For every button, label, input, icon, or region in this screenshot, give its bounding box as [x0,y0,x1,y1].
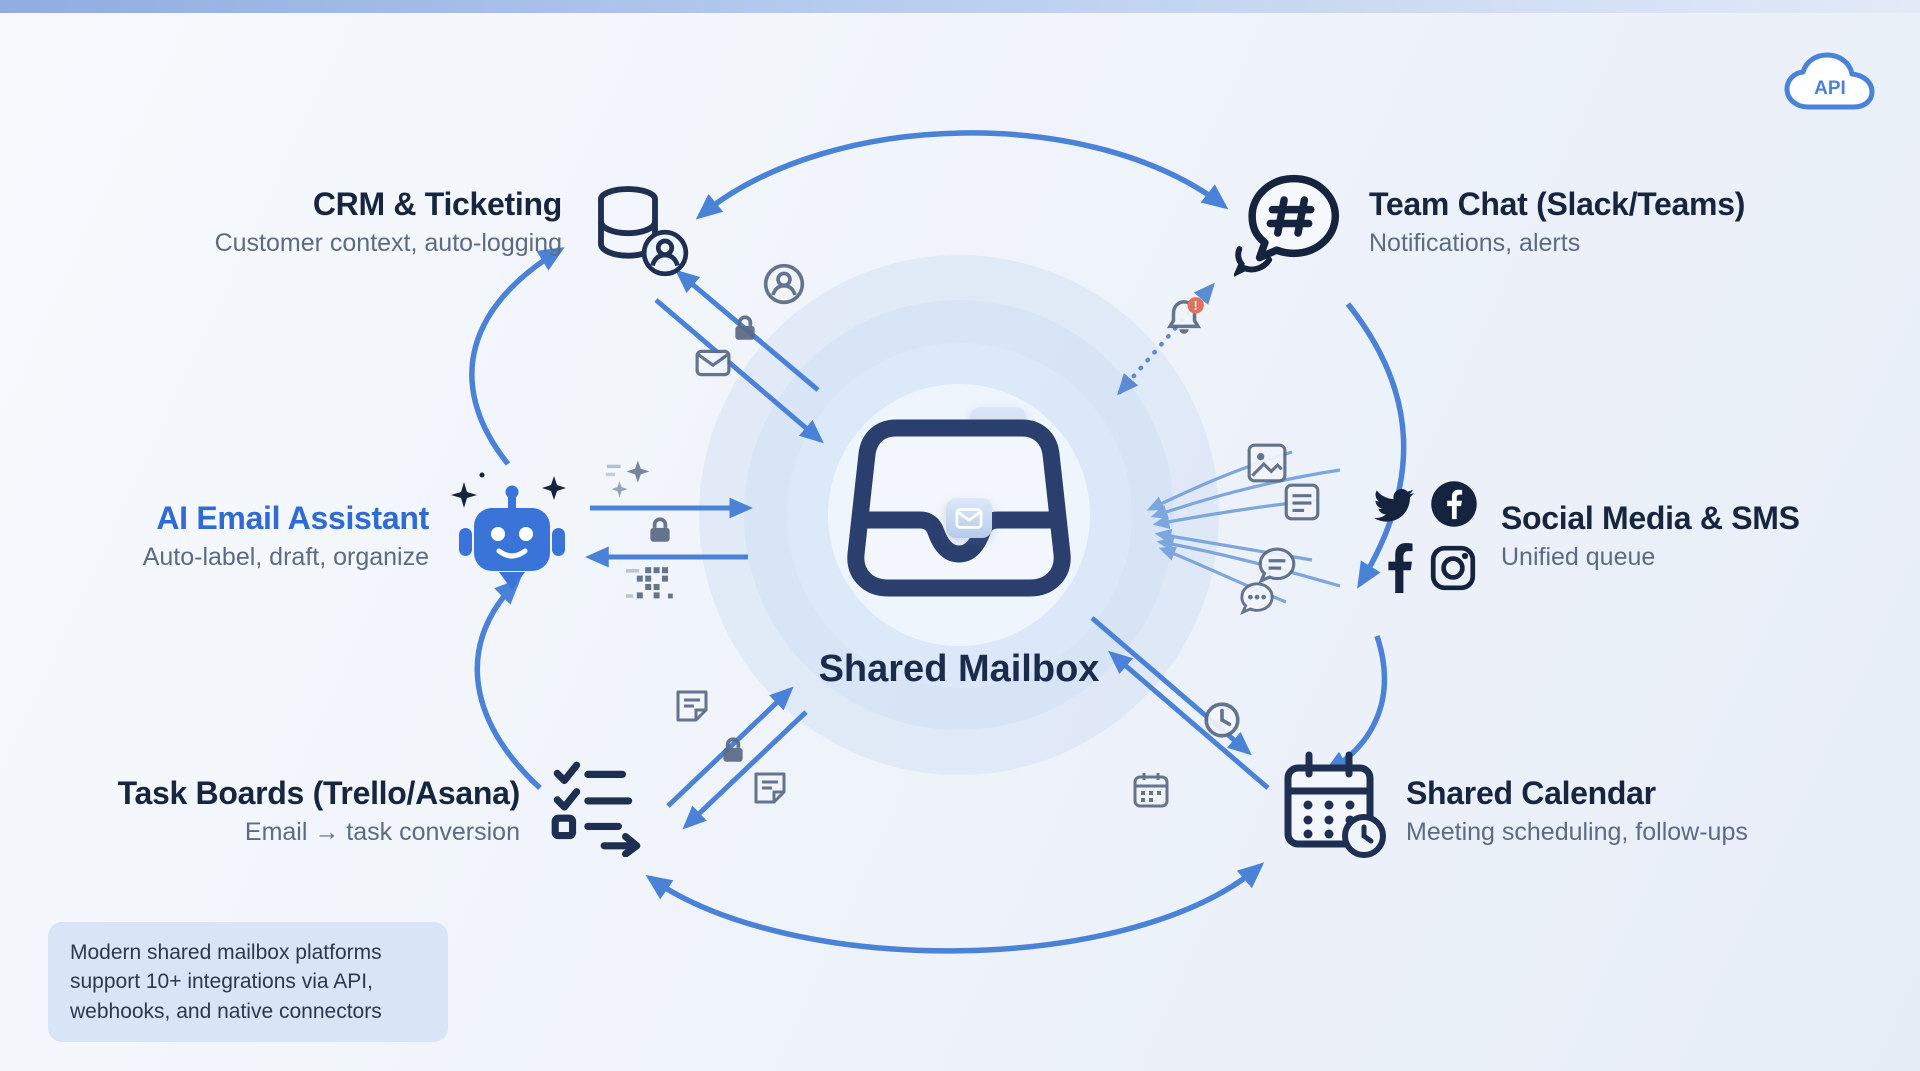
checklist-arrow-icon [545,755,647,857]
lock-icon [645,515,675,545]
social-node: Social Media & SMS Unified queue [1501,500,1800,572]
chat-dots-icon [1238,581,1276,617]
data-pixels-icon [626,567,674,601]
envelope-icon [695,349,731,377]
api-cloud-badge: API [1782,48,1878,116]
sticky-note-icon [672,686,712,726]
social-title: Social Media & SMS [1501,500,1800,536]
robot-icon [442,470,582,602]
instagram-icon [1428,543,1478,593]
person-circle-icon [762,262,806,306]
hashtag-bubble-icon [1234,168,1346,280]
sticky-note-icon [750,768,790,808]
envelope-chip [946,498,992,538]
task-boards-subtitle: Email → task conversion [244,818,520,846]
document-list-icon [1282,482,1322,522]
arc-teamchat-social [1345,302,1407,589]
image-icon [1246,442,1288,484]
arc-task-calendar [645,862,1265,954]
team-chat-title: Team Chat (Slack/Teams) [1369,186,1746,222]
task-boards-node: Task Boards (Trello/Asana) Email → task … [117,775,521,847]
footnote-box: Modern shared mailbox platforms support … [48,922,448,1043]
calendar-subtitle: Meeting scheduling, follow-ups [1406,818,1748,846]
lock-icon [718,735,748,765]
api-label: API [1814,78,1846,99]
task-boards-title: Task Boards (Trello/Asana) [117,775,521,811]
team-chat-node: Team Chat (Slack/Teams) Notifications, a… [1369,186,1745,258]
calendar-node: Shared Calendar Meeting scheduling, foll… [1406,775,1748,847]
bell-badge-label: ! [1194,298,1198,313]
crm-subtitle: Customer context, auto-logging [214,229,562,257]
calendar-clock-icon [1278,748,1388,862]
bell-alert-icon: ! [1163,296,1205,338]
crm-node: CRM & Ticketing Customer context, auto-l… [214,186,563,258]
center-title: Shared Mailbox [818,648,1100,690]
facebook-f-icon [1386,543,1414,593]
ai-assistant-title: AI Email Assistant [156,500,429,536]
top-accent-bar [0,0,1920,13]
arc-crm-teamchat [695,130,1229,220]
calendar-title: Shared Calendar [1406,775,1656,811]
ai-assistant-node: AI Email Assistant Auto-label, draft, or… [142,500,430,572]
lock-icon [730,313,760,343]
crm-title: CRM & Ticketing [312,186,562,222]
chat-lines-icon [1256,546,1298,586]
person-circle-icon [640,228,690,278]
twitter-icon [1368,484,1418,528]
clock-icon [1201,699,1243,741]
mini-calendar-icon [1131,770,1171,810]
arc-ai-crm [469,247,565,466]
arc-task-ai [474,578,542,791]
sparkle-icon [605,456,657,502]
facebook-circle-icon [1428,478,1480,530]
ai-assistant-subtitle: Auto-label, draft, organize [142,543,429,571]
team-chat-subtitle: Notifications, alerts [1369,229,1581,257]
footnote-text: Modern shared mailbox platforms support … [70,941,382,1023]
social-subtitle: Unified queue [1501,543,1656,571]
